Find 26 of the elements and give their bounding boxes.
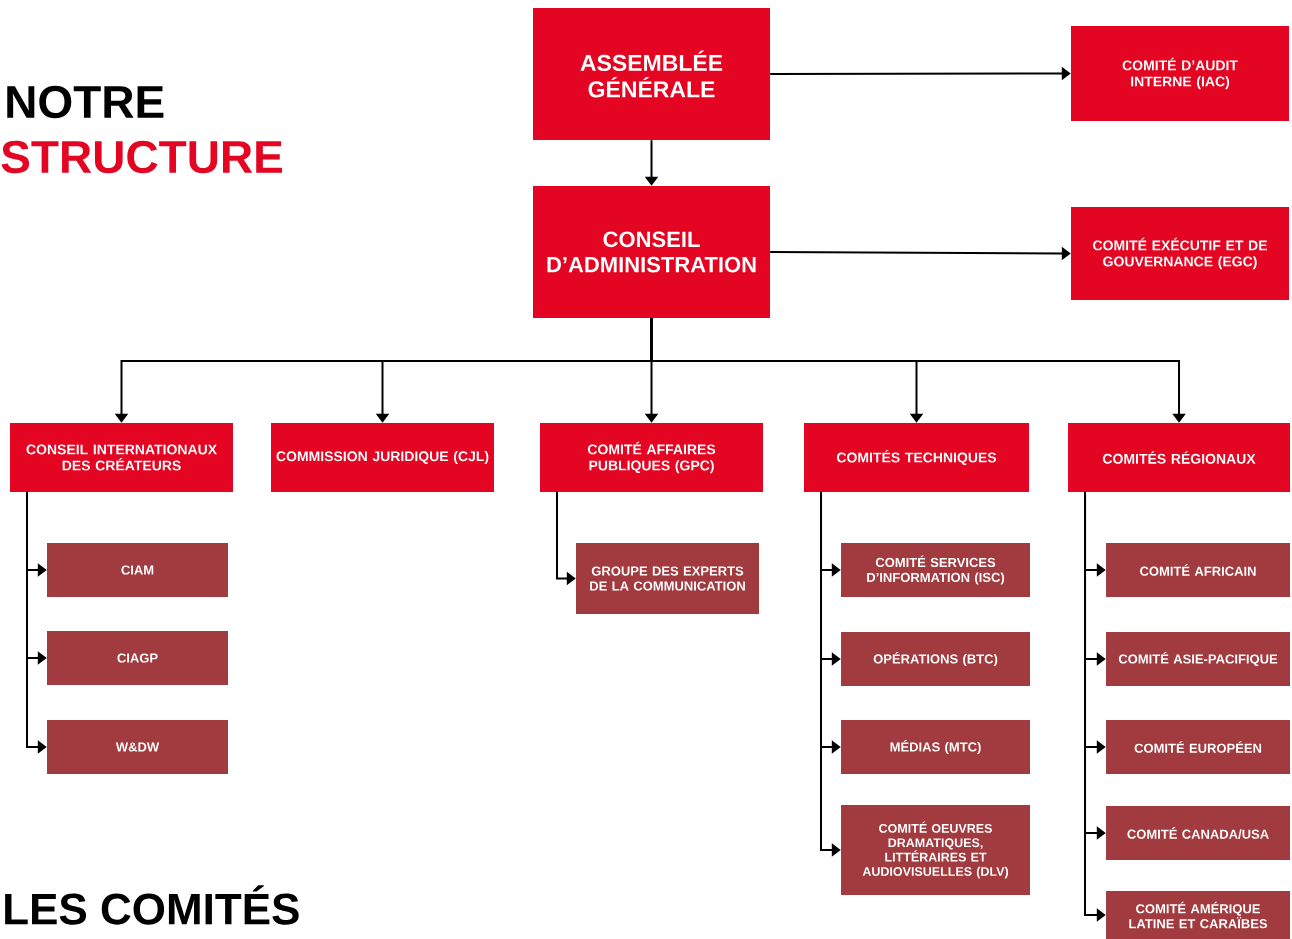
committee-box: CIAM bbox=[47, 543, 228, 597]
heading: NOTRE bbox=[7, 85, 164, 119]
committee-box: W&DW bbox=[47, 720, 228, 774]
committee-box: COMITÉ ASIE-PACIFIQUE bbox=[1106, 632, 1290, 686]
heading: STRUCTURE bbox=[1, 140, 283, 174]
organ-box: CONSEIL D’ADMINISTRATION bbox=[533, 186, 770, 318]
organ-box: COMITÉ AFFAIRES PUBLIQUES (GPC) bbox=[540, 423, 763, 492]
committee-box: COMITÉ CANADA/USA bbox=[1106, 806, 1290, 860]
committee-box: MÉDIAS (MTC) bbox=[841, 720, 1030, 774]
organ-box: COMITÉ D’AUDIT INTERNE (IAC) bbox=[1071, 26, 1289, 121]
organ-box: ASSEMBLÉE GÉNÉRALE bbox=[533, 8, 770, 140]
committee-box: COMITÉ AMÉRIQUE LATINE ET CARAÏBES bbox=[1106, 891, 1290, 939]
organ-box: CONSEIL INTERNATIONAUX DES CRÉATEURS bbox=[10, 423, 233, 492]
committee-box: CIAGP bbox=[47, 631, 228, 685]
committee-box: COMITÉ SERVICES D’INFORMATION (ISC) bbox=[841, 543, 1030, 597]
arrow bbox=[650, 317, 1186, 423]
organ-box: COMITÉS RÉGIONAUX bbox=[1068, 423, 1290, 492]
committee-box: COMITÉ EUROPÉEN bbox=[1106, 720, 1290, 774]
committee-box: OPÉRATIONS (BTC) bbox=[841, 632, 1030, 686]
heading: LES COMITÉS bbox=[5, 885, 299, 925]
organ-box: COMITÉS TECHNIQUES bbox=[804, 423, 1029, 492]
organ-box: COMITÉ EXÉCUTIF ET DE GOUVERNANCE (EGC) bbox=[1071, 207, 1289, 300]
committee-box: GROUPE DES EXPERTS DE LA COMMUNICATION bbox=[576, 543, 759, 614]
organ-box: COMMISSION JURIDIQUE (CJL) bbox=[271, 423, 494, 492]
committee-box: COMITÉ OEUVRES DRAMATIQUES, LITTÉRAIRES ET AUDIOVISUELLES (DLV) bbox=[841, 805, 1030, 895]
committee-box: COMITÉ AFRICAIN bbox=[1106, 543, 1290, 597]
